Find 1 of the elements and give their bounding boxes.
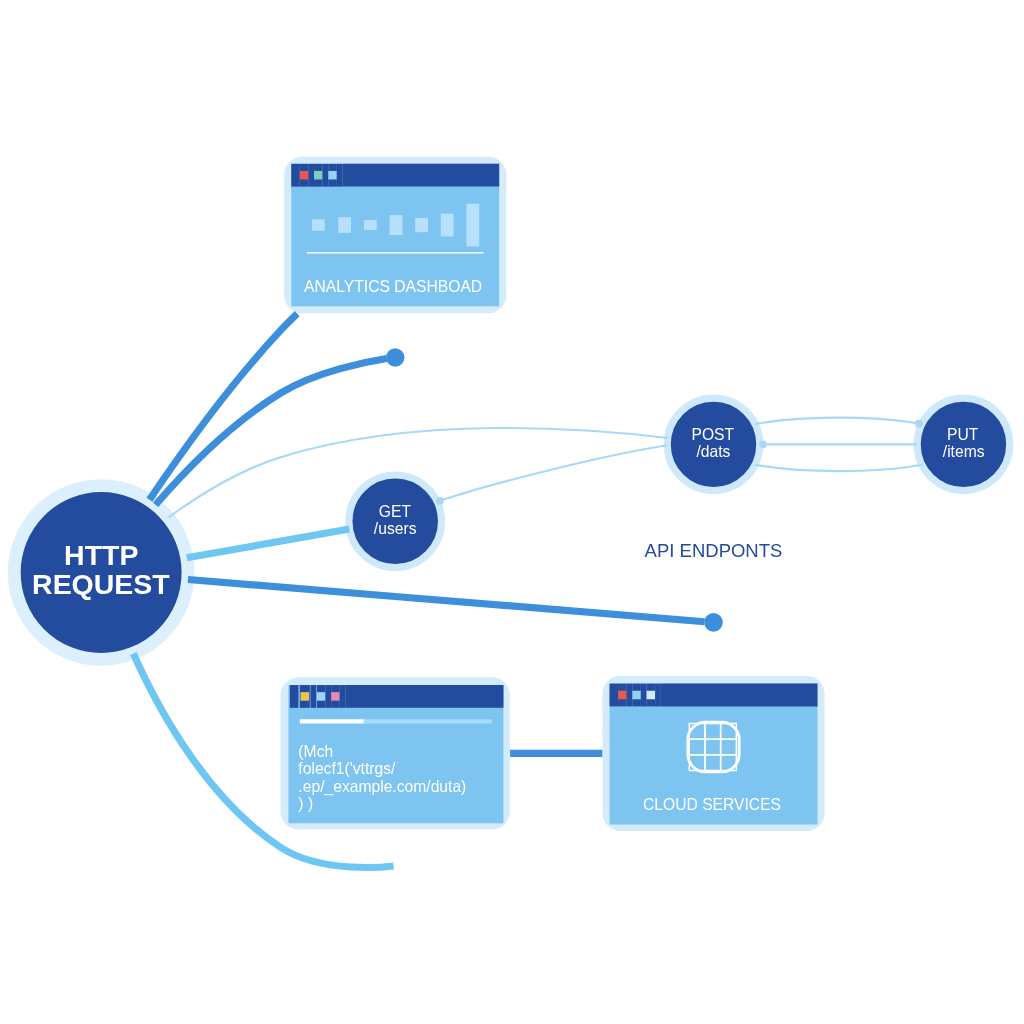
- label: API ENDPONTS: [644, 539, 783, 561]
